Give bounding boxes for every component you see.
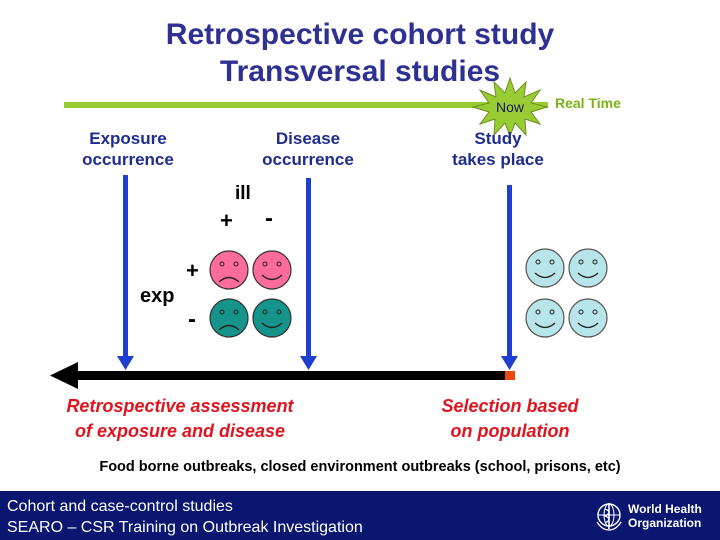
real-time-line xyxy=(64,102,548,108)
who-org-line1: World Health xyxy=(628,502,702,516)
ill-label: ill xyxy=(235,183,251,204)
retrospective-caption: Retrospective assessment of exposure and… xyxy=(20,394,340,444)
disease-label-line1: Disease xyxy=(275,129,341,148)
population-face-icon xyxy=(525,248,565,288)
now-star-icon xyxy=(471,76,549,138)
sad-face-icon xyxy=(209,298,249,338)
selection-caption-line2: on population xyxy=(450,421,570,441)
slide-title-line1: Retrospective cohort study xyxy=(165,18,555,51)
study-takes-place-label: Study takes place xyxy=(430,128,566,170)
real-time-label: Real Time xyxy=(555,95,621,111)
smiley-face-icon xyxy=(252,250,292,290)
disease-label-line2: occurrence xyxy=(262,150,354,169)
selection-caption-line1: Selection based xyxy=(441,396,579,416)
ill-minus: - xyxy=(265,205,273,232)
disease-arrow xyxy=(300,178,317,370)
exp-label: exp xyxy=(140,285,175,307)
exp-minus: - xyxy=(188,306,196,333)
study-label-line1: Study xyxy=(474,129,522,148)
retrospective-time-arrow xyxy=(50,362,515,389)
exposure-label-line2: occurrence xyxy=(82,150,174,169)
exposure-occurrence-label: Exposure occurrence xyxy=(60,128,196,170)
footer-line1: Cohort and case-control studies xyxy=(7,498,233,515)
selection-caption: Selection based on population xyxy=(395,394,625,444)
study-label-line2: takes place xyxy=(452,150,544,169)
study-arrow xyxy=(501,185,518,370)
now-label: Now xyxy=(495,99,524,115)
population-face-icon xyxy=(568,298,608,338)
who-org-line2: Organization xyxy=(628,516,702,530)
now-marker xyxy=(505,371,515,380)
who-logo-icon xyxy=(596,503,622,531)
retro-caption-line1: Retrospective assessment xyxy=(66,396,294,416)
examples-text: Food borne outbreaks, closed environment… xyxy=(99,459,621,475)
population-face-icon xyxy=(525,298,565,338)
slide-title-line2: Transversal studies xyxy=(219,55,501,88)
exposure-label-line1: Exposure xyxy=(89,129,167,148)
smiley-face-icon xyxy=(252,298,292,338)
ill-plus: + xyxy=(220,208,233,233)
sad-face-icon xyxy=(209,250,249,290)
exp-plus: + xyxy=(186,258,199,283)
disease-occurrence-label: Disease occurrence xyxy=(240,128,376,170)
footer-line2: SEARO – CSR Training on Outbreak Investi… xyxy=(7,519,363,536)
retro-caption-line2: of exposure and disease xyxy=(74,421,286,441)
exposure-arrow xyxy=(117,175,134,370)
population-face-icon xyxy=(568,248,608,288)
